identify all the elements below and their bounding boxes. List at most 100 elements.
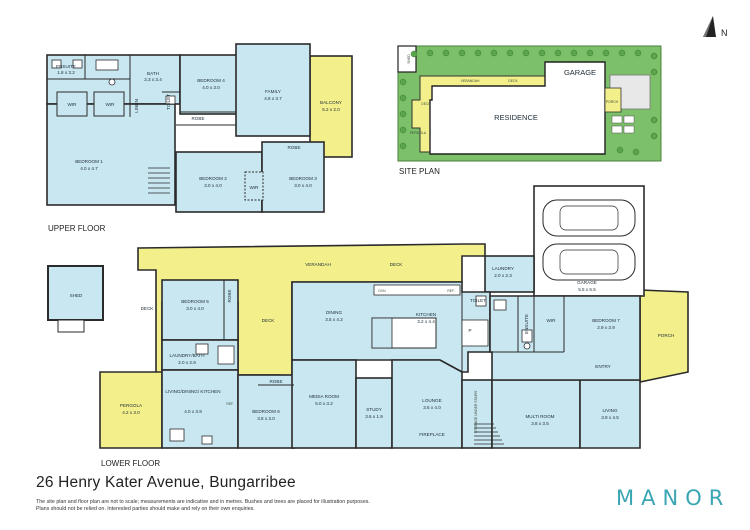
label-bath: BATH: [147, 71, 159, 76]
section-upper-floor: UPPER FLOOR: [48, 224, 106, 233]
label-living: LIVING: [602, 408, 617, 413]
disclaimer: The site plan and floor plan are not to …: [36, 499, 466, 514]
upper-bedroom1: [46, 103, 176, 206]
dim-kitchen: 3.2 x 4.4: [417, 319, 435, 324]
upper-floor-plan: [46, 43, 353, 213]
upper-labels: ENSUITE 1.8 x 3.2 BATH 2.3 x 3.4 BEDROOM…: [56, 64, 342, 190]
label-robe-2: ROBE: [287, 145, 300, 150]
site-label-pergola: PERGOLA: [410, 131, 427, 135]
lower-floor-plan: [99, 185, 689, 449]
label-verandah: VERANDAH: [305, 262, 331, 267]
section-lower-floor: LOWER FLOOR: [101, 459, 160, 468]
site-residence: [429, 61, 606, 155]
dim-balcony: 5.2 x 2.0: [322, 107, 340, 112]
label-robe-1: ROBE: [191, 116, 204, 121]
dim-pergola: 4.2 x 3.0: [122, 410, 140, 415]
lower-media-room: [291, 359, 357, 449]
label-wir-lower: WIR: [547, 318, 557, 323]
label-bedroom2: BEDROOM 2: [199, 176, 227, 181]
label-fireplace: FIREPLACE: [419, 432, 445, 437]
lower-stairs: [474, 423, 504, 445]
label-media-room: MEDIA ROOM: [309, 394, 339, 399]
dim-bedroom2: 3.0 x 4.0: [204, 183, 222, 188]
section-site-plan: SITE PLAN: [399, 167, 440, 176]
label-multi-room: MULTI ROOM: [525, 414, 554, 419]
lower-bedroom6: [237, 374, 295, 449]
label-wir-3: WIR: [250, 185, 260, 190]
label-bedroom3: BEDROOM 3: [289, 176, 317, 181]
label-toilet-lower: TOILET: [470, 298, 486, 303]
site-paving: [611, 115, 635, 134]
label-ensuite-upper: ENSUITE: [56, 64, 76, 69]
upper-stairs: [148, 167, 170, 194]
dim-living-dk: 4.0 x 3.9: [184, 409, 202, 414]
dim-bedroom6: 3.8 x 3.0: [257, 416, 275, 421]
dim-laundry-bath: 2.0 x 2.9: [178, 360, 196, 365]
dim-bedroom3: 3.0 x 4.0: [294, 183, 312, 188]
dim-bath: 2.3 x 3.4: [144, 77, 162, 82]
label-bedroom5: BEDROOM 5: [181, 299, 209, 304]
label-entry: ENTRY: [595, 364, 611, 369]
property-address: 26 Henry Kater Avenue, Bungarribee: [36, 474, 296, 491]
site-label-deck-2: DECK: [421, 102, 431, 106]
label-wir-2: WIR: [106, 102, 116, 107]
label-ensuite-lower: ENSUITE: [524, 314, 529, 334]
label-bedroom1: BEDROOM 1: [75, 159, 103, 164]
label-kitchen: KITCHEN: [416, 312, 436, 317]
lower-labels: VERANDAH DECK DECK DECK LAUNDRY 2.0 x 2.…: [120, 262, 674, 437]
label-garage: GARAGE: [577, 280, 597, 285]
disclaimer-line-1: The site plan and floor plan are not to …: [36, 499, 370, 505]
label-family: FAMILY: [265, 89, 281, 94]
lower-bedroom5: [161, 279, 239, 341]
label-pergola: PERGOLA: [120, 403, 143, 408]
dim-dining: 3.5 x 4.2: [325, 317, 343, 322]
dim-bedroom7: 2.9 x 3.9: [597, 325, 615, 330]
label-study: STUDY: [366, 407, 382, 412]
label-robe5: ROBE: [227, 289, 232, 302]
disclaimer-line-2: Plans should not be relied on. Intereste…: [36, 506, 255, 513]
label-storage: STORAGE UNDER STAIRS: [474, 390, 478, 433]
kitchen-counter: [373, 284, 461, 296]
brand-logo: MANOR: [616, 486, 731, 510]
site-plan: SHED GARAGE RESIDENCE VERANDAH DECK DECK…: [397, 45, 662, 162]
lower-bedroom7-entry: [489, 295, 641, 381]
label-laundry: LAUNDRY: [492, 266, 514, 271]
site-label-residence: RESIDENCE: [494, 113, 538, 122]
label-lounge: LOUNGE: [422, 398, 441, 403]
label-wir-1: WIR: [68, 102, 78, 107]
label-dining: DINING: [326, 310, 343, 315]
dim-media-room: 5.0 x 3.2: [315, 401, 333, 406]
lower-laundry: [484, 255, 535, 293]
compass-icon: N: [703, 16, 728, 38]
dim-bedroom5: 3.0 x 4.0: [186, 306, 204, 311]
label-robe6: ROBE: [269, 379, 282, 384]
label-deck-mid: DECK: [262, 318, 276, 323]
dim-study: 3.6 x 1.9: [365, 414, 383, 419]
dim-family: 4.8 x 3.7: [264, 96, 282, 101]
label-ref-2: REF.: [447, 289, 454, 293]
label-bedroom6: BEDROOM 6: [252, 409, 280, 414]
dim-bedroom4: 4.0 x 3.0: [202, 85, 220, 90]
label-ref-1: REF.: [226, 402, 233, 406]
label-deck-left: DECK: [141, 306, 155, 311]
site-label-deck-1: DECK: [508, 79, 518, 83]
site-label-porch: PORCH: [606, 100, 619, 104]
label-living-dk: LIVING/DINING/ KITCHEN: [165, 389, 220, 394]
site-trees: [399, 49, 658, 156]
dim-ensuite-upper: 1.8 x 3.2: [57, 70, 75, 75]
dim-garage: 5.5 x 5.5: [578, 287, 596, 292]
label-dvn: DVN: [378, 289, 386, 293]
label-laundry-bath: LAUNDRY/BATH: [169, 353, 204, 358]
site-label-verandah: VERANDAH: [461, 79, 480, 83]
label-deck-top: DECK: [390, 262, 404, 267]
site-porch: [604, 87, 622, 113]
label-bedroom4: BEDROOM 4: [197, 78, 225, 83]
compass-label: N: [721, 28, 728, 38]
upper-family: [235, 43, 311, 137]
site-label-garage: GARAGE: [564, 68, 596, 77]
dim-living: 3.9 x 4.5: [601, 415, 619, 420]
garage-cars: [542, 199, 636, 281]
label-shed-lower: SHED: [70, 293, 83, 298]
label-linen: LINEN: [134, 99, 139, 113]
